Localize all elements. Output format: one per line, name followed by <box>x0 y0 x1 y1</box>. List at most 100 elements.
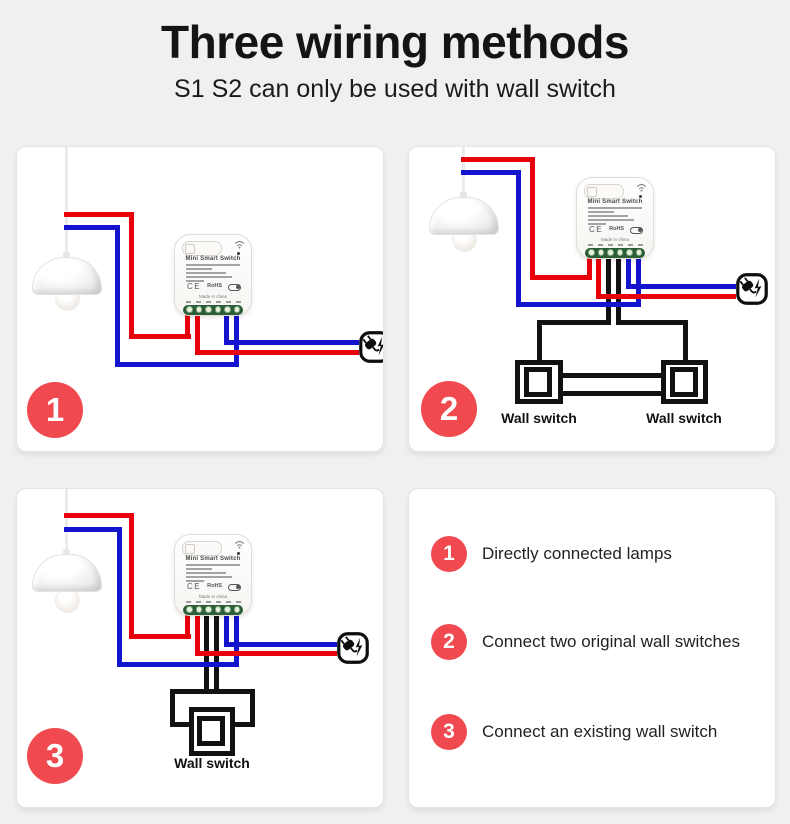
switch-link-wire <box>563 373 661 378</box>
neutral-wire-segment <box>117 527 122 667</box>
pendant-lamp <box>32 257 102 295</box>
neutral-wire-segment <box>516 302 641 307</box>
lamp-nub <box>63 252 70 258</box>
switch-wire-segment <box>537 320 542 365</box>
module-button <box>182 241 222 256</box>
neutral-wire-segment <box>224 340 359 345</box>
neutral-wire-segment <box>224 315 229 345</box>
switch-link-wire <box>563 391 661 396</box>
module-button <box>182 541 222 556</box>
indicator-dot <box>237 552 240 555</box>
wall-switch-box <box>170 689 255 727</box>
wifi-icon <box>234 240 245 249</box>
method-3-badge: 3 <box>27 728 83 784</box>
terminal-labels <box>183 601 243 603</box>
switch-wire-segment <box>616 320 688 325</box>
neutral-wire-segment <box>516 170 521 307</box>
live-wire-segment <box>596 257 601 299</box>
live-wire-segment <box>129 212 134 339</box>
lamp-cord <box>65 489 68 556</box>
pendant-lamp <box>429 197 499 235</box>
module-certs: CE RoHS <box>187 582 242 591</box>
switch-wire-segment <box>683 320 688 365</box>
button-square-icon <box>185 544 195 554</box>
wifi-icon <box>234 540 245 549</box>
module-certs: CE RoHS <box>589 226 644 234</box>
live-wire-segment <box>185 315 190 339</box>
wall-switch <box>189 707 235 756</box>
made-in-label: Made in china <box>600 236 630 242</box>
method-1-badge: 1 <box>27 382 83 438</box>
neutral-wire-segment <box>626 284 736 289</box>
live-wire-segment <box>129 634 191 639</box>
live-wire-segment <box>129 334 191 339</box>
neutral-wire-segment <box>461 170 521 175</box>
header: Three wiring methods S1 S2 can only be u… <box>0 0 790 104</box>
lamp-nub <box>460 192 467 198</box>
wall-switch-right-button <box>670 367 698 397</box>
module-title: Mini Smart Switch <box>185 556 241 562</box>
page-subtitle: S1 S2 can only be used with wall switch <box>174 74 616 103</box>
made-in-label: Made in china <box>198 593 228 599</box>
module-spec-lines <box>588 207 642 226</box>
toggle-icon <box>228 583 242 591</box>
method-2-badge: 2 <box>421 381 477 437</box>
smart-switch-module: Mini Smart Switch CE RoHS Made in china <box>576 177 654 259</box>
neutral-wire-segment <box>234 614 239 667</box>
live-wire-segment <box>587 257 592 280</box>
panel-method-1: Mini Smart Switch CE RoHS Made in china … <box>16 146 384 452</box>
lamp-nub <box>63 549 70 555</box>
live-wire-segment <box>596 294 736 299</box>
live-wire-segment <box>129 513 134 639</box>
live-wire-segment <box>185 614 190 639</box>
terminal-strip <box>183 304 243 315</box>
smart-switch-module: Mini Smart Switch CE RoHS Made in china <box>174 534 252 616</box>
terminal-strip <box>585 247 645 258</box>
legend-item: 1 Directly connected lamps <box>431 536 672 572</box>
ce-mark: CE <box>187 582 202 591</box>
rohs-mark: RoHS <box>207 583 223 590</box>
terminal-labels <box>183 301 243 303</box>
neutral-wire-segment <box>117 662 239 667</box>
live-wire-segment <box>195 315 200 355</box>
wall-switch-button <box>197 716 225 746</box>
neutral-wire-segment <box>636 257 641 307</box>
smart-switch-module: Mini Smart Switch CE RoHS Made in china <box>174 234 252 316</box>
live-wire-segment <box>530 157 535 280</box>
switch-wire-segment <box>616 257 621 325</box>
live-wire-segment <box>64 212 134 217</box>
legend-badge-1: 1 <box>431 536 467 572</box>
panel-method-2: Mini Smart Switch CE RoHS Made in china … <box>408 146 776 452</box>
lamp-cord <box>65 147 68 259</box>
made-in-label: Made in china <box>198 293 228 299</box>
legend-badge-2: 2 <box>431 624 467 660</box>
module-certs: CE RoHS <box>187 282 242 291</box>
wall-switch-label: Wall switch <box>646 410 722 426</box>
ce-mark: CE <box>187 282 202 291</box>
module-button <box>584 184 624 199</box>
indicator-dot <box>639 195 642 198</box>
module-spec-lines <box>186 564 240 583</box>
live-wire-segment <box>64 513 134 518</box>
toggle-icon <box>228 283 242 291</box>
neutral-wire-segment <box>626 257 631 289</box>
wall-switch-label: Wall switch <box>501 410 577 426</box>
live-wire-segment <box>461 157 535 162</box>
legend-text-1: Directly connected lamps <box>482 544 672 563</box>
legend-text-2: Connect two original wall switches <box>482 632 740 651</box>
neutral-wire-segment <box>224 614 229 647</box>
page-title: Three wiring methods <box>161 16 629 68</box>
module-title: Mini Smart Switch <box>185 256 241 262</box>
lamp-bulb <box>55 588 80 613</box>
legend-item: 2 Connect two original wall switches <box>431 624 740 660</box>
legend-item: 3 Connect an existing wall switch <box>431 714 717 750</box>
live-wire-segment <box>195 350 359 355</box>
button-square-icon <box>185 244 195 254</box>
switch-wire-segment <box>606 257 611 325</box>
power-plug-icon <box>359 331 383 363</box>
neutral-wire-segment <box>64 527 122 532</box>
indicator-dot <box>237 252 240 255</box>
wall-switch-left-button <box>524 367 552 397</box>
live-wire-segment <box>195 614 200 656</box>
panel-legend: 1 Directly connected lamps 2 Connect two… <box>408 488 776 808</box>
